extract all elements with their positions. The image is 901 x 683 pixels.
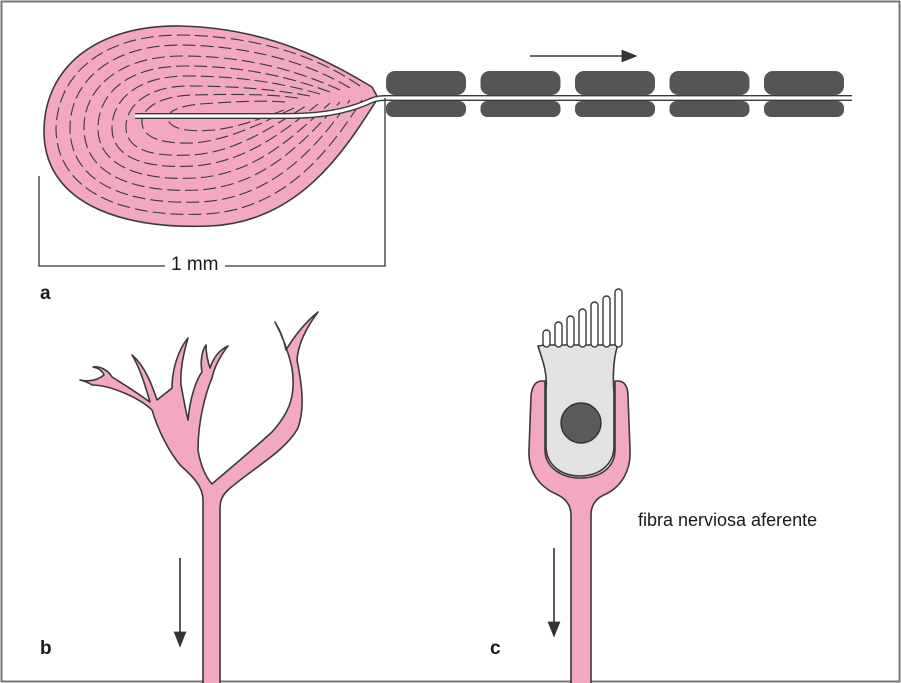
myelin-segment-top bbox=[386, 71, 466, 95]
myelin-segment-top bbox=[764, 71, 844, 95]
branching-nerve-ending bbox=[80, 312, 318, 683]
myelin-segment-bottom bbox=[481, 101, 561, 117]
myelin-segment-top bbox=[670, 71, 750, 95]
panel-a-diagram bbox=[39, 26, 852, 266]
panel-letter-b: b bbox=[40, 638, 52, 660]
myelin-segment-bottom bbox=[764, 101, 844, 117]
myelin-segments bbox=[386, 71, 844, 117]
teardrop-receptor bbox=[44, 26, 378, 226]
panel-letter-a: a bbox=[40, 283, 51, 305]
myelin-segment-top bbox=[575, 71, 655, 95]
scale-label: 1 mm bbox=[165, 254, 225, 276]
panel-b-diagram bbox=[80, 312, 318, 683]
myelin-segment-bottom bbox=[386, 101, 466, 117]
stereocilia bbox=[543, 289, 622, 347]
panel-c-diagram bbox=[529, 289, 630, 683]
myelin-segment-bottom bbox=[670, 101, 750, 117]
fiber-label: fibra nerviosa aferente bbox=[638, 510, 817, 531]
cell-nucleus bbox=[561, 403, 601, 443]
panel-letter-c: c bbox=[490, 638, 501, 660]
myelin-segment-bottom bbox=[575, 101, 655, 117]
myelin-segment-top bbox=[481, 71, 561, 95]
